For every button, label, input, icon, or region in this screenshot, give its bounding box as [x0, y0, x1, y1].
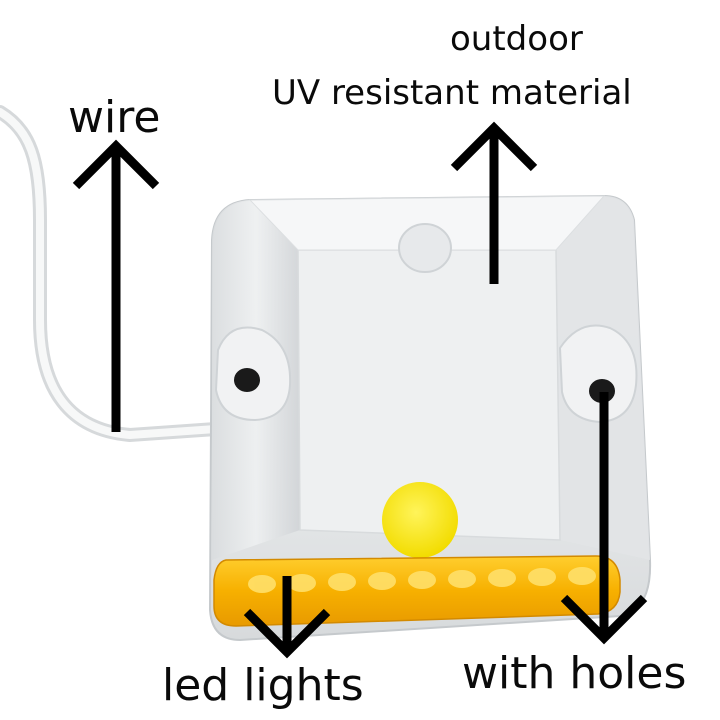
- material-arrow-head: [450, 121, 538, 172]
- led-strip: [213, 555, 621, 627]
- wire-cable-highlight: [0, 108, 234, 440]
- light-sensor: [398, 223, 452, 273]
- led-lights: [248, 567, 596, 593]
- outdoor-label: outdoor: [450, 19, 583, 59]
- uv-material-label: UV resistant material: [272, 73, 632, 113]
- wire-arrow-head: [72, 139, 160, 190]
- wire-label: wire: [68, 92, 161, 143]
- led-arrow-head: [243, 608, 331, 659]
- left-mounting-hole: [234, 368, 260, 392]
- holes-arrow-head: [560, 594, 648, 645]
- yellow-indicator-dot: [382, 482, 458, 558]
- arrow-icon: [72, 121, 648, 659]
- with-holes-label: with holes: [462, 648, 687, 699]
- housing-top-bevel: [248, 195, 606, 251]
- right-mounting-ear: [558, 324, 638, 424]
- led-lights-label: led lights: [162, 660, 364, 711]
